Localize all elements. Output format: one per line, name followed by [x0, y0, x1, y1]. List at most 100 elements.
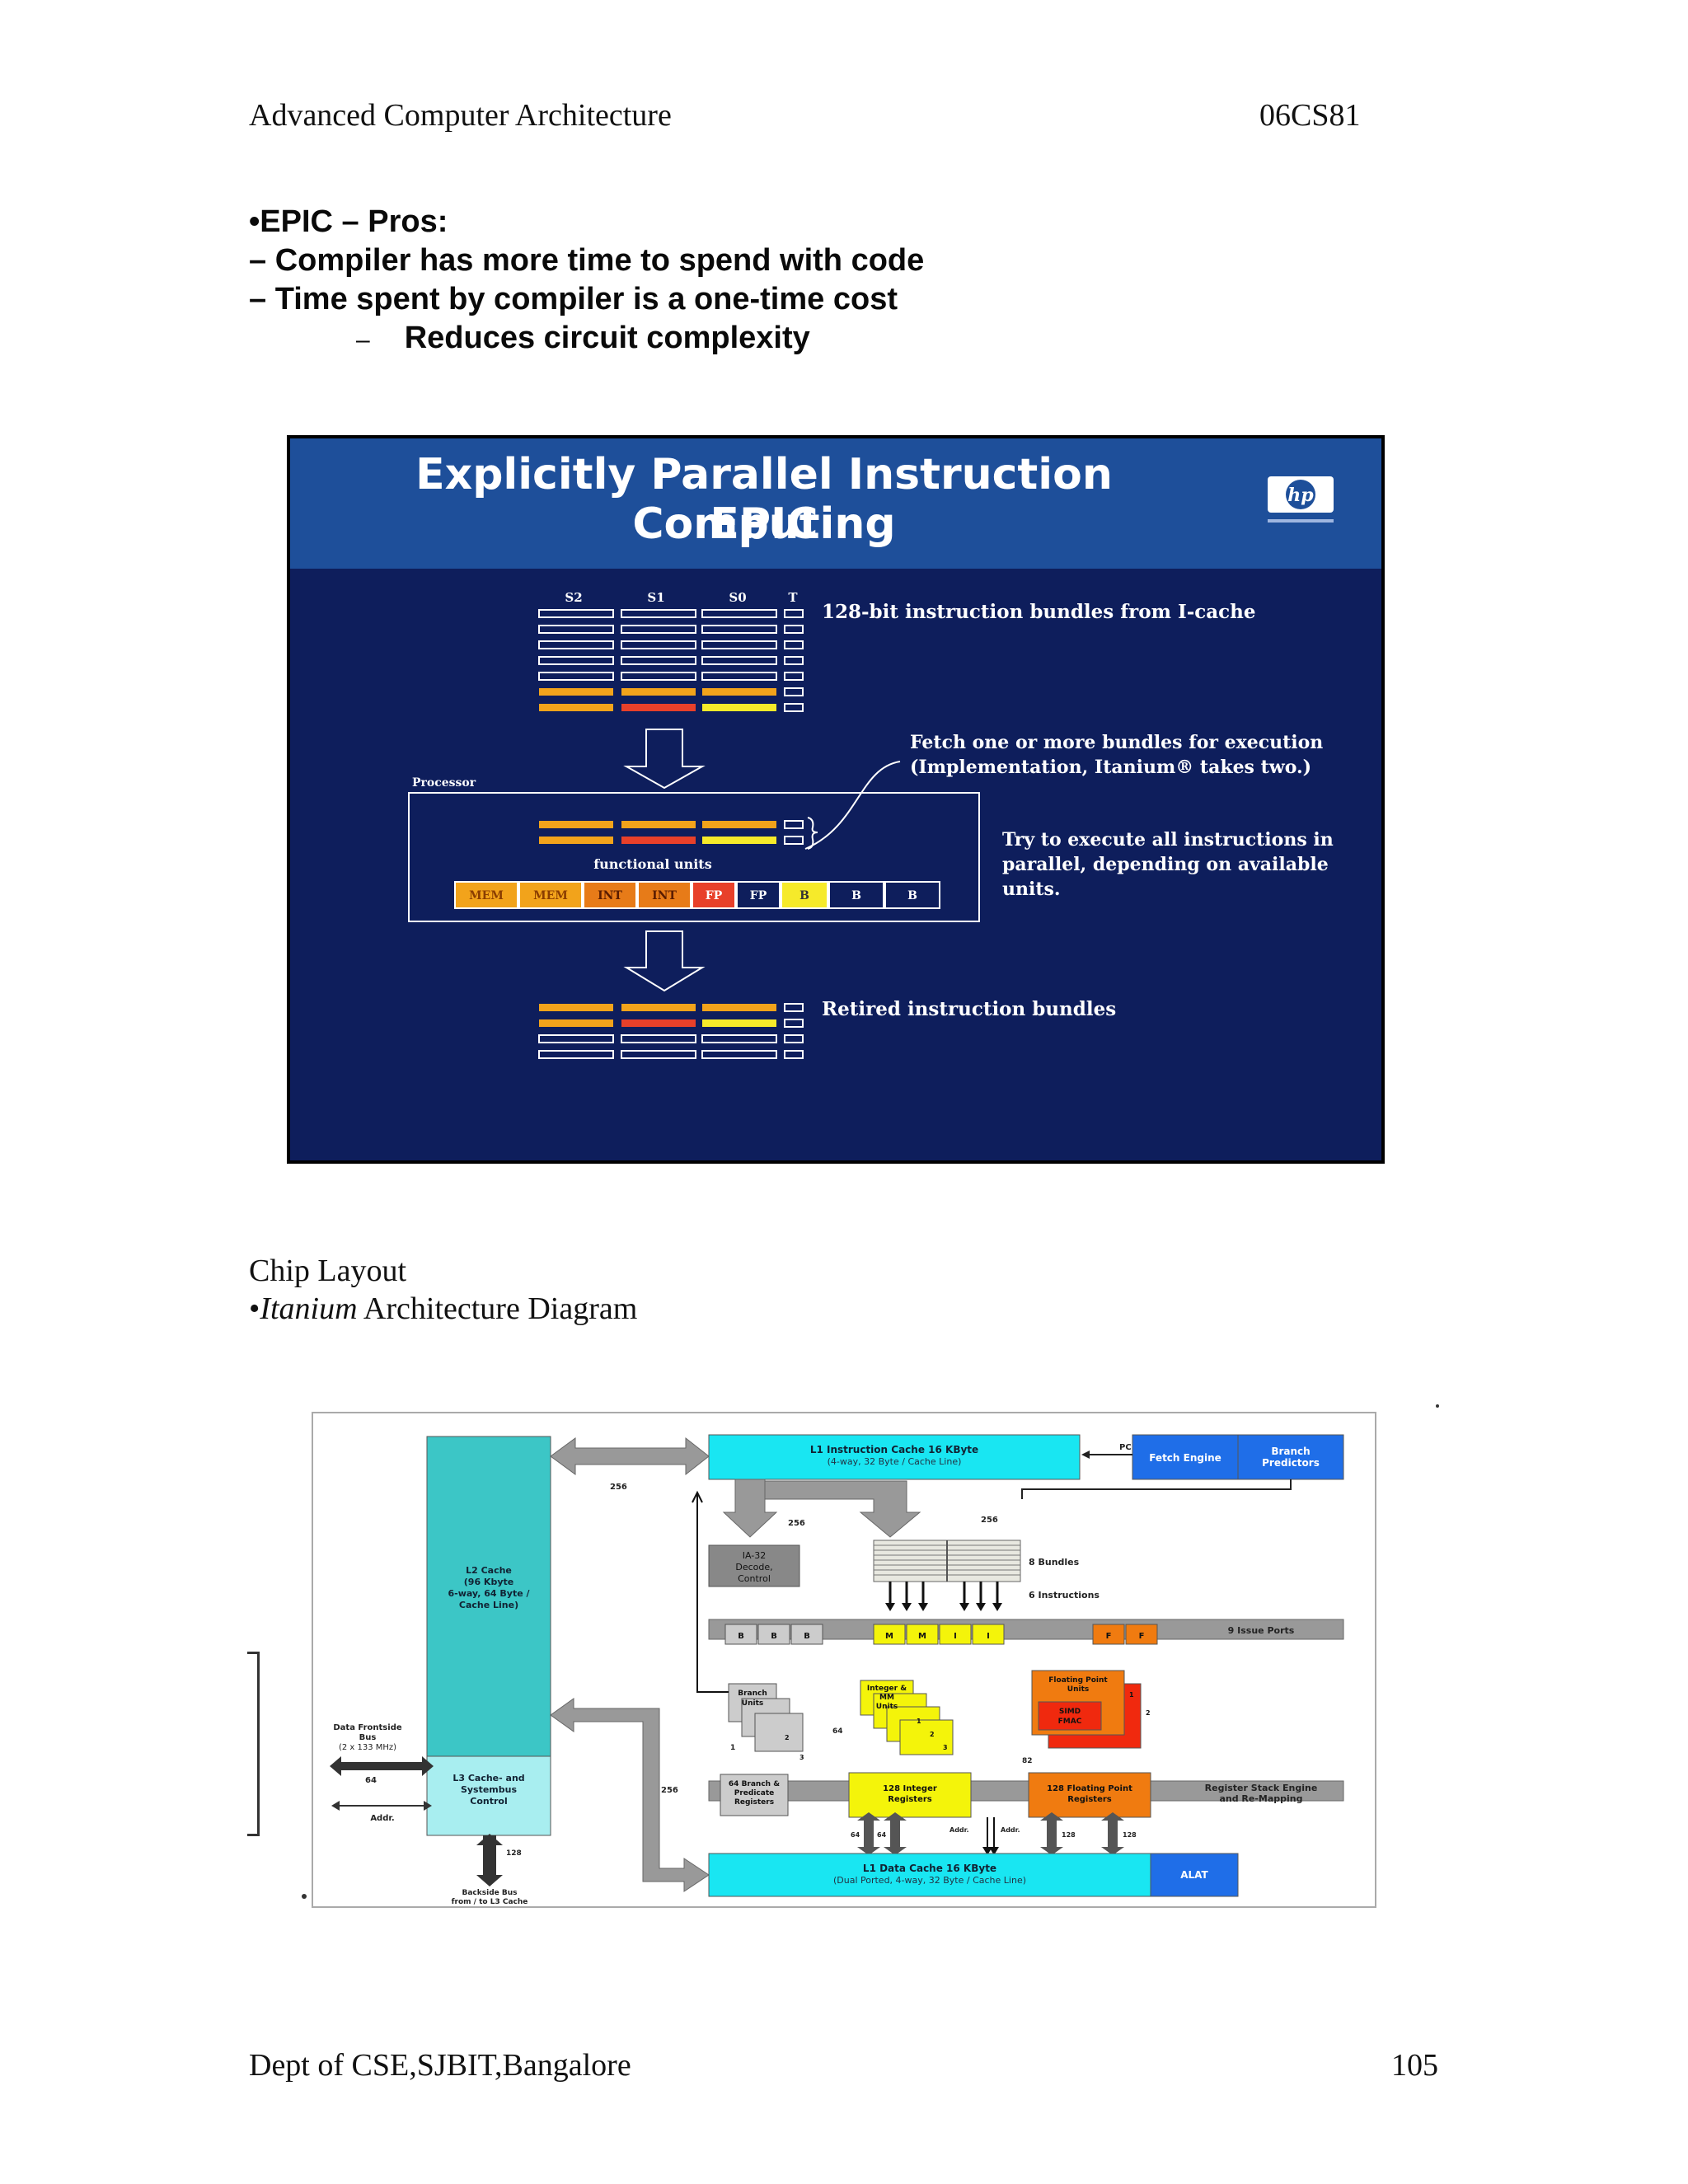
unit-b-3: B — [907, 889, 917, 902]
fetch-control-line — [696, 1499, 729, 1693]
dispersal-arrows — [885, 1582, 1002, 1611]
bus-256-a: 256 — [610, 1483, 627, 1492]
register-to-l1d-arrows — [857, 1812, 1124, 1855]
instructions-label: 6 Instructions — [1029, 1590, 1100, 1601]
l1d-line-2: (Dual Ported, 4-way, 32 Byte / Cache Lin… — [833, 1875, 1026, 1886]
l1d-line-1: L1 Data Cache 16 KByte — [863, 1863, 996, 1874]
label-functional-units: functional units — [593, 856, 711, 872]
intreg-line-2: Registers — [888, 1795, 932, 1804]
ia32-line-2: Decode, — [735, 1562, 772, 1572]
bus-128-a: 128 — [1062, 1831, 1076, 1839]
label-bundles: 128-bit instruction bundles from I-cache — [822, 601, 1256, 623]
col-s2: S2 — [565, 590, 582, 605]
unit-int-2: INT — [652, 889, 677, 902]
fp-n-2: 2 — [1146, 1709, 1151, 1717]
register-bar — [708, 1780, 1344, 1802]
arrow-down-1 — [623, 729, 706, 790]
unit-mem-1: MEM — [469, 889, 504, 902]
label-retired: Retired instruction bundles — [822, 998, 1116, 1020]
label-fetch-1: Fetch one or more bundles for execution — [910, 732, 1323, 753]
backside-bus-arrow — [476, 1835, 503, 1886]
bus-256-d: 256 — [661, 1786, 678, 1795]
port-i-1: I — [954, 1632, 957, 1641]
header-title: Advanced Computer Architecture — [249, 98, 672, 133]
bundle-fetched-top — [539, 688, 776, 711]
epic-pros-list: •EPIC – Pros: – Compiler has more time t… — [249, 203, 924, 359]
branch-units-line-1: Branch — [738, 1690, 767, 1698]
fp-n-1: 1 — [1129, 1691, 1134, 1699]
bus-1: 1 — [730, 1744, 735, 1752]
functional-units-row: MEM MEM INT INT FP FP B B B — [454, 881, 940, 909]
stray-dot-2 — [302, 1894, 307, 1899]
int-units-line-1: Integer & — [867, 1685, 907, 1693]
floating-point-units: Floating Point Units SIMD FMAC 1 2 — [1031, 1670, 1151, 1749]
simd-line-1: SIMD — [1059, 1708, 1081, 1716]
l3-control-block — [426, 1755, 551, 1836]
unit-b-1: B — [799, 889, 809, 902]
l1i-line-1: L1 Instruction Cache 16 KByte — [810, 1444, 978, 1455]
l3-line-2: Systembus — [461, 1784, 518, 1795]
ia32-line-1: IA-32 — [743, 1550, 767, 1561]
pros-heading: •EPIC – Pros: — [249, 204, 448, 239]
l3-line-3: Control — [470, 1796, 507, 1807]
hp-logo-text: hp — [1287, 485, 1314, 506]
bus-128-b: 128 — [1123, 1831, 1137, 1839]
addr-a: Addr. — [950, 1826, 969, 1834]
label-fetch-2: (Implementation, Itanium® takes two.) — [910, 757, 1311, 778]
fpreg-line-2: Registers — [1067, 1795, 1112, 1804]
bu-2: 2 — [785, 1734, 790, 1741]
pros-subitem-dash: – — [356, 326, 370, 354]
page-number: 105 — [1391, 2048, 1438, 2083]
label-processor: Processor — [412, 776, 476, 790]
itanium-diagram: L2 Cache (96 Kbyte 6-way, 64 Byte / Cach… — [312, 1412, 1376, 1908]
itanium-word: Itanium — [260, 1291, 358, 1326]
alat-block — [1150, 1853, 1239, 1897]
fetch-connector — [804, 761, 901, 850]
iu-2: 2 — [930, 1731, 935, 1738]
fsb-line-3: (2 x 133 MHz) — [339, 1743, 396, 1752]
pros-subitem: –Reduces circuit complexity — [249, 319, 924, 359]
int-units-line-3: Units — [876, 1703, 898, 1711]
rse-line-2: and Re-Mapping — [1219, 1793, 1302, 1804]
unit-int-1: INT — [598, 889, 622, 902]
alat-label: ALAT — [1180, 1869, 1208, 1881]
slide-title-line2: EPIC — [710, 499, 818, 549]
l2-line-3: 6-way, 64 Byte / — [448, 1588, 530, 1599]
bundles-label: 8 Bundles — [1029, 1557, 1080, 1568]
footer-department: Dept of CSE,SJBIT,Bangalore — [249, 2048, 631, 2083]
label-try-2: parallel, depending on available — [1002, 854, 1329, 875]
port-b-3: B — [804, 1632, 810, 1641]
unit-fp-1: FP — [706, 889, 723, 902]
fp-units-line-2: Units — [1067, 1685, 1089, 1694]
branch-predictors-line-2: Predictors — [1262, 1457, 1320, 1469]
iu-1: 1 — [917, 1718, 921, 1725]
fp-registers — [1028, 1772, 1151, 1818]
port-f-2: F — [1139, 1632, 1145, 1641]
side-bracket — [247, 1652, 260, 1836]
bus-64-b: 64 — [851, 1831, 860, 1839]
col-s1: S1 — [647, 590, 664, 605]
l1i-to-bundles-arrow — [764, 1480, 921, 1538]
l1-instruction-cache — [708, 1434, 1081, 1480]
header-course-code: 06CS81 — [1259, 98, 1361, 133]
port-b-2: B — [771, 1632, 777, 1641]
l2-l1i-arrow — [550, 1436, 710, 1476]
ia32-line-3: Control — [738, 1573, 771, 1584]
processor-box — [408, 792, 980, 922]
port-m-1: M — [885, 1632, 893, 1641]
branch-predictors-line-1: Branch — [1271, 1446, 1310, 1457]
port-b-1: B — [738, 1632, 744, 1641]
unit-fp-2: FP — [750, 889, 767, 902]
ia32-decode-block — [708, 1544, 800, 1587]
epic-slide-diagram: S2 S1 S0 T 128-bit instruction bundles f… — [408, 590, 1334, 1059]
rse-line-1: Register Stack Engine — [1205, 1783, 1318, 1793]
bus-64-a: 64 — [832, 1727, 843, 1736]
fsb-line-2: Bus — [359, 1733, 377, 1742]
col-s0: S0 — [729, 590, 746, 605]
fpreg-line-1: 128 Floating Point — [1047, 1784, 1132, 1793]
unit-mem-2: MEM — [533, 889, 568, 902]
addr-b: Addr. — [1001, 1826, 1020, 1834]
integer-mm-units: Integer & MM Units 1 2 3 — [860, 1680, 954, 1755]
iu-3: 3 — [943, 1744, 948, 1751]
slide-title-line1: Explicitly Parallel Instruction Computin… — [415, 450, 1113, 549]
